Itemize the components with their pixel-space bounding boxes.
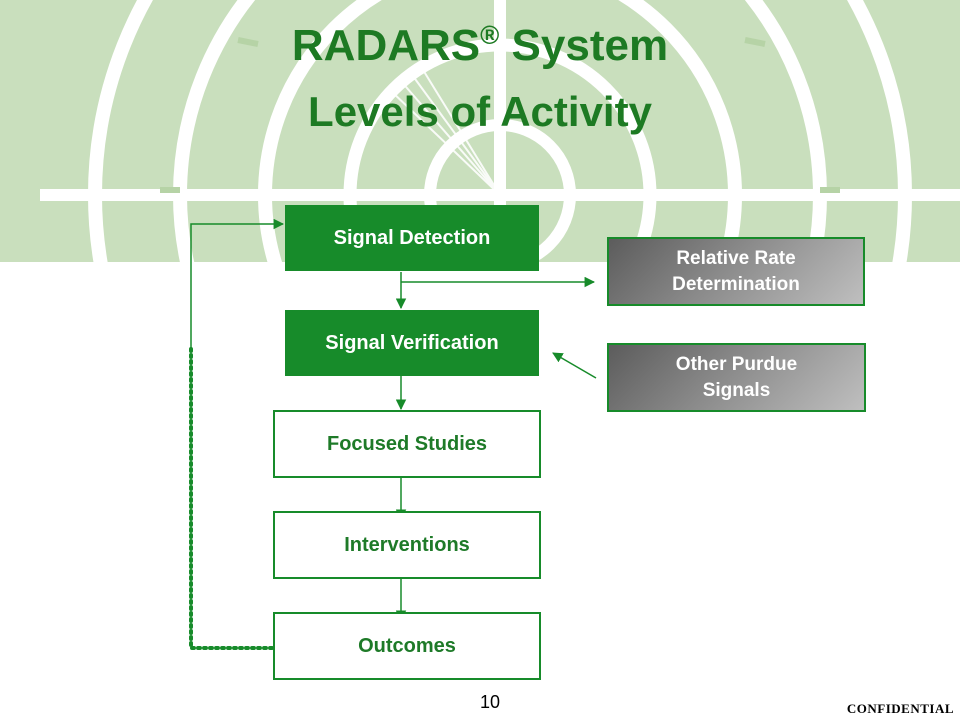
- title-main: RADARS: [291, 21, 481, 70]
- focused-studies-label: Focused Studies: [326, 433, 488, 455]
- signal-verification-box: Signal Verification: [285, 310, 539, 376]
- page-title: RADARS® System: [0, 20, 960, 71]
- feedback-arrow-to-detection: [190, 218, 285, 348]
- outcomes-box: Outcomes: [273, 612, 541, 680]
- feedback-dotted-line: [189, 346, 274, 650]
- outcomes-label: Outcomes: [358, 635, 456, 657]
- registered-mark: ®: [480, 20, 500, 50]
- signal-detection-label: Signal Detection: [333, 227, 491, 249]
- other-purdue-box: Other Purdue Signals: [607, 343, 866, 412]
- other-purdue-label: Other Purdue Signals: [675, 353, 798, 401]
- interventions-label: Interventions: [344, 534, 470, 556]
- signal-verification-label: Signal Verification: [325, 332, 499, 354]
- signal-detection-box: Signal Detection: [285, 205, 539, 271]
- page-subtitle: Levels of Activity: [308, 88, 652, 135]
- focused-studies-box: Focused Studies: [273, 410, 541, 478]
- relative-rate-box: Relative Rate Determination: [607, 237, 865, 306]
- arrow-other-purdue-to-verification: [552, 352, 597, 379]
- relative-rate-label: Relative Rate Determination: [672, 247, 800, 295]
- interventions-box: Interventions: [273, 511, 541, 579]
- title-suffix: System: [511, 21, 669, 70]
- page-number: 10: [479, 692, 501, 712]
- confidential-label: CONFIDENTIAL: [846, 701, 954, 716]
